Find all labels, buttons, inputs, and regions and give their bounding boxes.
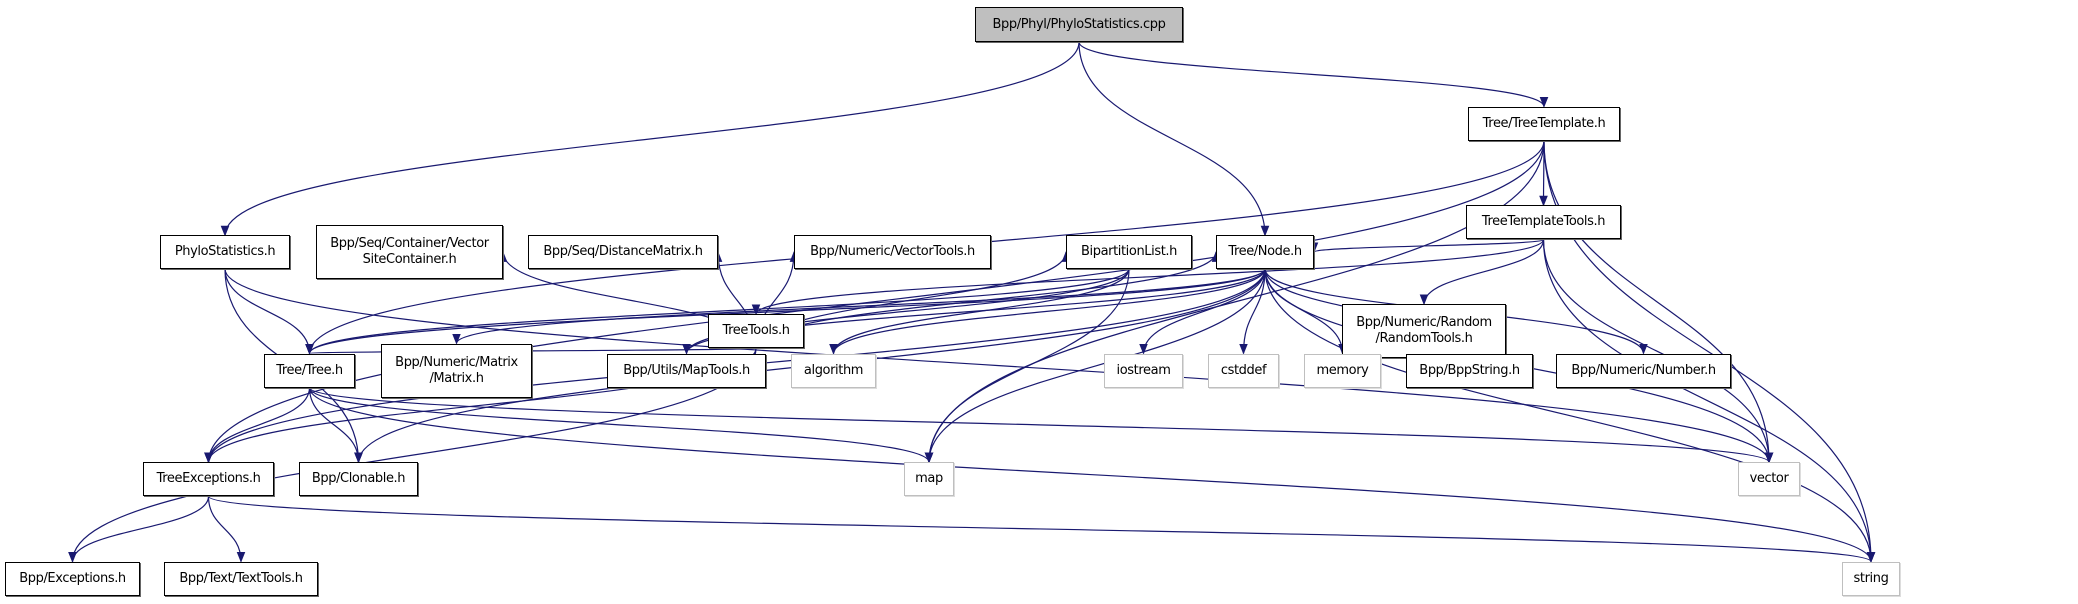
edge-treetemplatetools-to-vector (1542, 239, 1774, 464)
node-bipartition[interactable]: BipartitionList.h (1066, 235, 1192, 269)
node-maptools[interactable]: Bpp/Utils/MapTools.h (607, 353, 766, 388)
edge-treeexceptions-to-exceptions (68, 496, 210, 563)
node-treetemplate[interactable]: Tree/TreeTemplate.h (1468, 106, 1620, 141)
edge-node-to-string (1264, 268, 1876, 563)
edge-treetemplatetools-to-randomtools (1419, 239, 1545, 306)
node-exceptions[interactable]: Bpp/Exceptions.h (5, 561, 140, 596)
edge-treetemplatetools-to-treetools (751, 239, 1545, 316)
edge-tree-to-treeexceptions (204, 387, 311, 464)
edge-node-to-cstddef (1239, 268, 1266, 355)
edge-treetemplatetools-to-node (1310, 238, 1545, 254)
node-tree[interactable]: Tree/Tree.h (264, 353, 355, 388)
node-texttools[interactable]: Bpp/Text/TextTools.h (164, 561, 318, 596)
edge-node-to-map (924, 268, 1266, 464)
node-treetemplatetools[interactable]: TreeTemplateTools.h (1466, 205, 1621, 240)
edge-node-to-algorithm (829, 268, 1266, 355)
node-phylostatistics[interactable]: PhyloStatistics.h (160, 235, 290, 269)
edge-bipartition-to-map (924, 268, 1130, 464)
node-node[interactable]: Tree/Node.h (1216, 235, 1314, 269)
node-number[interactable]: Bpp/Numeric/Number.h (1556, 353, 1731, 388)
edge-node-to-tree (305, 268, 1266, 355)
edge-tree-to-map (308, 387, 934, 464)
edge-treetemplate-to-map (924, 140, 1545, 464)
node-distancematrix[interactable]: Bpp/Seq/DistanceMatrix.h (528, 235, 718, 269)
edge-bipartition-to-tree (305, 268, 1130, 355)
node-clonable[interactable]: Bpp/Clonable.h (299, 462, 418, 497)
edge-treetemplate-to-string (1543, 140, 1876, 563)
node-map: map (904, 462, 954, 497)
edge-tree-to-clonable (308, 387, 363, 464)
node-vectorsite[interactable]: Bpp/Seq/Container/Vector SiteContainer.h (316, 225, 503, 279)
node-string: string (1842, 561, 1900, 596)
node-iostream: iostream (1104, 353, 1183, 388)
edge-root-to-node (1078, 42, 1270, 237)
edge-treetemplate-to-treeexceptions (204, 140, 1545, 464)
edge-tree-to-string (308, 387, 1876, 563)
edge-tree-to-vector (308, 387, 1773, 464)
node-vectortools[interactable]: Bpp/Numeric/VectorTools.h (794, 235, 991, 269)
edge-phylostatistics-to-tree (224, 268, 314, 355)
node-matrix[interactable]: Bpp/Numeric/Matrix /Matrix.h (381, 343, 532, 398)
edge-treetemplate-to-vector (1543, 140, 1774, 464)
edge-treeexceptions-to-string (207, 495, 1875, 563)
edge-node-to-iostream (1139, 268, 1266, 355)
edge-treetools-to-exceptions (68, 348, 757, 563)
node-root[interactable]: Bpp/Phyl/PhyloStatistics.cpp (975, 7, 1183, 42)
node-randomtools[interactable]: Bpp/Numeric/Random /RandomTools.h (1342, 304, 1506, 359)
edge-root-to-treetemplate (1078, 41, 1549, 108)
node-treeexceptions[interactable]: TreeExceptions.h (143, 462, 274, 497)
edge-phylostatistics-to-vector (224, 268, 1774, 464)
edge-treeexceptions-to-texttools (207, 496, 246, 563)
node-bppstring[interactable]: Bpp/BppString.h (1406, 353, 1533, 388)
node-vector: vector (1738, 462, 1800, 497)
node-cstddef: cstddef (1208, 353, 1279, 388)
node-memory: memory (1304, 353, 1381, 388)
edge-node-to-matrix (452, 268, 1266, 345)
node-algorithm: algorithm (791, 353, 876, 388)
edge-treetemplatetools-to-string (1542, 239, 1876, 563)
node-treetools[interactable]: TreeTools.h (708, 314, 804, 349)
edge-treetools-to-tree (306, 343, 757, 355)
edge-root-to-phylostatistics (220, 42, 1080, 237)
